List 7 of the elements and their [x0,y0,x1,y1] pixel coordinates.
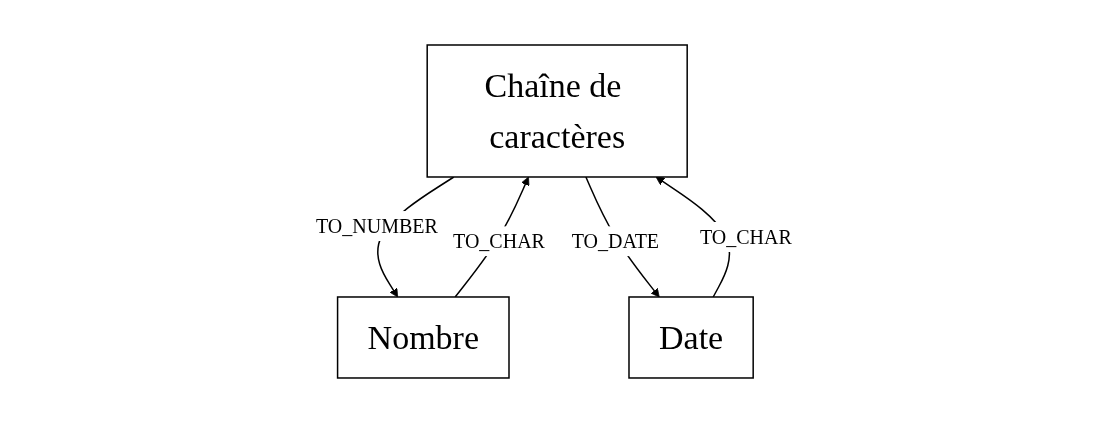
edge-label: TO_CHAR [452,230,545,253]
node-box: Chaîne de caractères [426,44,688,178]
node-box: Date [627,296,754,379]
node-box: Nombre [336,296,510,379]
edge-label: TO_CHAR [699,225,792,248]
edge-label: TO_NUMBER [315,215,438,238]
edge-label: TO_DATE [571,230,659,253]
